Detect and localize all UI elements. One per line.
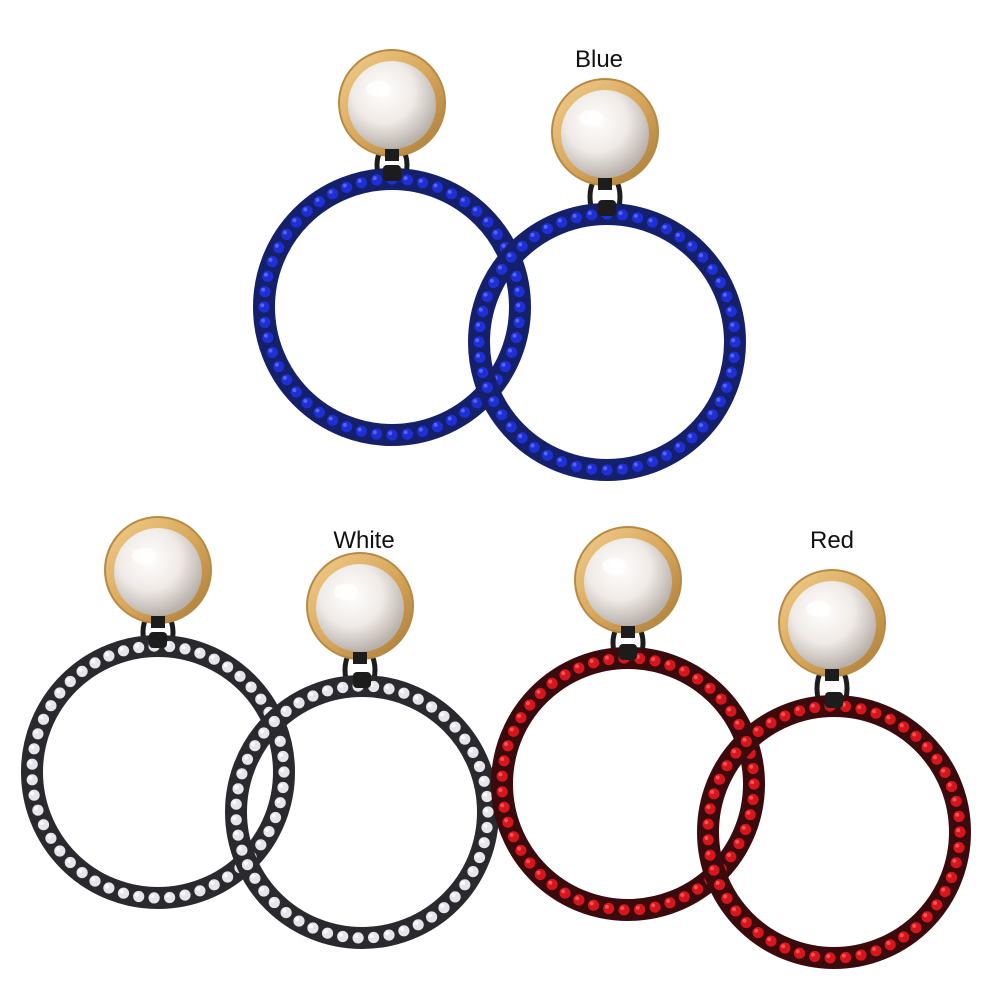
variant-label-red: Red [809, 527, 855, 554]
earring-blue-right [468, 78, 746, 481]
earring-pair-red [491, 526, 971, 969]
pearl-stud [338, 49, 446, 161]
variant-label-blue: Blue [574, 46, 624, 73]
earring-white-right [225, 552, 499, 949]
variant-label-white: White [333, 527, 395, 554]
pearl-stud [574, 526, 682, 638]
earring-blue-left [253, 49, 531, 446]
pearl-stud [551, 78, 659, 190]
earring-pair-white [21, 516, 499, 949]
earring-red-left [491, 526, 765, 921]
earring-pair-blue [253, 49, 746, 481]
earring-red-right [697, 569, 971, 969]
pearl-stud [778, 569, 886, 681]
pearl-stud [104, 516, 212, 628]
rhinestone-hoop [491, 647, 765, 921]
pearl-stud [306, 552, 414, 664]
